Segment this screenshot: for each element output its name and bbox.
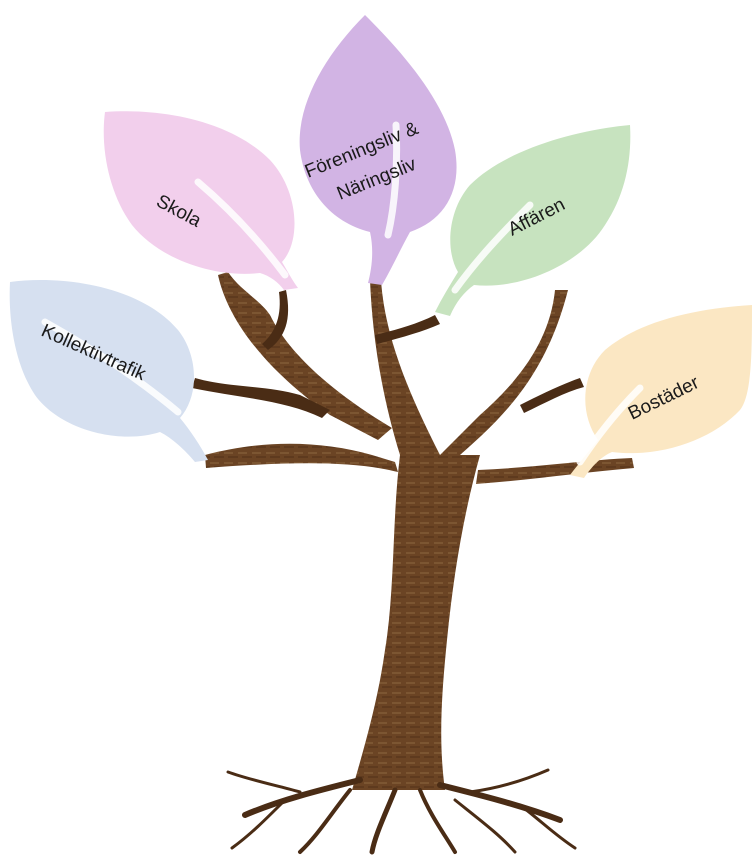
leaf-shape xyxy=(103,111,298,290)
leaf-vein xyxy=(576,384,644,466)
branch-kollektivtrafik xyxy=(205,443,398,472)
branch-affaren-twig xyxy=(375,315,440,344)
branch-center xyxy=(370,280,440,455)
leaf-shape xyxy=(570,305,752,478)
branch-bostader xyxy=(476,458,634,484)
leaf-shape xyxy=(9,279,208,462)
trunk xyxy=(352,455,480,790)
branch-skola-twig xyxy=(262,290,289,350)
leaf-affaren: Affären xyxy=(435,125,631,316)
leaf-bostader: Bostäder xyxy=(570,305,752,478)
leaf-kollektivtrafik: Kollektivtrafik xyxy=(9,279,208,462)
leaf-vein xyxy=(384,121,401,239)
leaf-vein xyxy=(41,318,182,416)
leaf-shape xyxy=(299,15,457,285)
leaf-foreningsliv: Föreningsliv & Näringsliv xyxy=(299,15,457,285)
leaf-shape xyxy=(435,125,631,316)
branch-skola xyxy=(218,272,392,440)
leaf-skola: Skola xyxy=(103,111,298,290)
tree-roots xyxy=(226,768,577,855)
branch-affaren xyxy=(440,290,568,462)
tree-trunk xyxy=(192,272,634,790)
leaf-vein xyxy=(194,178,289,279)
leaf-vein xyxy=(451,201,534,294)
branch-kollektivtrafik-upper xyxy=(192,378,330,418)
branch-bostader-twig xyxy=(520,378,584,413)
